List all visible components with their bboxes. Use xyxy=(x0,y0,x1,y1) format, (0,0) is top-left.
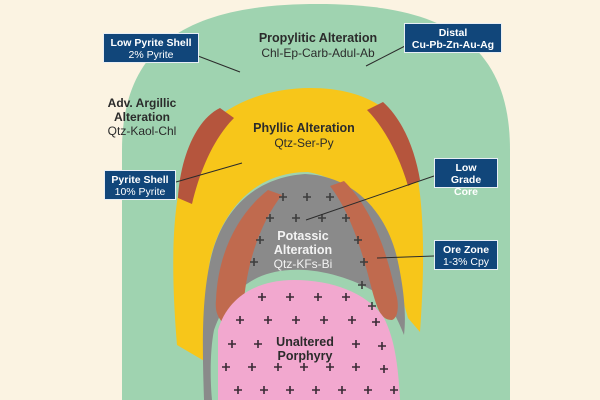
callout-ore-zone: Ore Zone 1-3% Cpy xyxy=(434,240,498,270)
plus-mark xyxy=(236,316,244,324)
argillic-title-line1: Adv. Argillic xyxy=(108,96,177,110)
plus-mark xyxy=(254,340,262,348)
plus-mark xyxy=(274,363,282,371)
plus-mark xyxy=(250,258,258,266)
leader-distal xyxy=(365,45,406,67)
plus-mark xyxy=(279,193,287,201)
plus-mark xyxy=(303,193,311,201)
plus-mark xyxy=(318,214,326,222)
callout-low-grade-core: Low Grade Core xyxy=(434,158,498,198)
propylitic-minerals: Chl-Ep-Carb-Adul-Ab xyxy=(261,46,375,60)
leader-pyrite-shell xyxy=(175,162,243,183)
callout-pyrite-shell-sub: 10% Pyrite xyxy=(114,186,166,198)
phyllic-title: Phyllic Alteration xyxy=(253,121,355,135)
argillic-title-line2: Alteration xyxy=(114,110,170,124)
plus-mark xyxy=(380,365,388,373)
plus-mark xyxy=(234,386,242,394)
potassic-title-line1: Potassic xyxy=(277,229,328,243)
plus-mark xyxy=(228,340,236,348)
plus-mark xyxy=(390,386,398,394)
unaltered-porphyry-zone xyxy=(218,280,400,400)
plus-mark-pattern xyxy=(222,193,398,394)
phyllic-zone xyxy=(173,88,424,362)
plus-mark xyxy=(260,386,268,394)
plus-mark xyxy=(352,340,360,348)
callout-ore-zone-sub: 1-3% Cpy xyxy=(442,256,490,268)
callout-low-pyrite-sub: 2% Pyrite xyxy=(128,49,174,61)
plus-mark xyxy=(352,363,360,371)
plus-mark xyxy=(264,316,272,324)
callout-low-grade-title: Low Grade xyxy=(450,162,482,186)
plus-mark xyxy=(312,386,320,394)
potassic-title-line2: Alteration xyxy=(274,243,332,257)
porphyry-title-line1: Unaltered xyxy=(276,335,334,349)
plus-mark xyxy=(248,363,256,371)
plus-mark xyxy=(342,293,350,301)
ore-zone-right-band xyxy=(330,181,398,320)
plus-mark xyxy=(286,293,294,301)
plus-mark xyxy=(320,316,328,324)
leader-low-grade xyxy=(305,175,435,221)
argillic-minerals: Qtz-Kaol-Chl xyxy=(108,124,177,138)
leader-lines xyxy=(175,45,435,259)
callout-low-grade-sub: Core xyxy=(454,186,478,198)
callout-low-pyrite-shell: Low Pyrite Shell 2% Pyrite xyxy=(103,33,199,63)
plus-mark xyxy=(286,386,294,394)
plus-mark xyxy=(292,214,300,222)
callout-pyrite-shell: Pyrite Shell 10% Pyrite xyxy=(104,170,176,200)
advanced-argillic-right xyxy=(367,102,420,186)
callout-low-pyrite-title: Low Pyrite Shell xyxy=(110,37,192,49)
advanced-argillic-left xyxy=(178,108,234,204)
plus-mark xyxy=(314,293,322,301)
plus-mark xyxy=(326,363,334,371)
plus-mark xyxy=(300,363,308,371)
plus-mark xyxy=(326,193,334,201)
plus-mark xyxy=(358,281,366,289)
plus-mark xyxy=(266,214,274,222)
callout-pyrite-shell-title: Pyrite Shell xyxy=(111,174,169,186)
plus-mark xyxy=(256,236,264,244)
plus-mark xyxy=(372,318,380,326)
plus-mark xyxy=(222,363,230,371)
callout-ore-zone-title: Ore Zone xyxy=(442,244,490,256)
callout-distal-sub: Cu-Pb-Zn-Au-Ag xyxy=(411,39,495,51)
plus-mark xyxy=(348,316,356,324)
plus-mark xyxy=(258,293,266,301)
ore-zone-left-band xyxy=(215,190,282,323)
plus-mark xyxy=(292,316,300,324)
plus-mark xyxy=(368,302,376,310)
potassic-minerals: Qtz-KFs-Bi xyxy=(274,257,333,271)
plus-mark xyxy=(378,342,386,350)
phyllic-minerals: Qtz-Ser-Py xyxy=(274,136,333,150)
leader-ore-zone xyxy=(376,255,435,259)
plus-mark xyxy=(354,236,362,244)
plus-mark xyxy=(342,214,350,222)
plus-mark xyxy=(338,386,346,394)
leader-low-pyrite xyxy=(197,55,241,73)
propylitic-title: Propylitic Alteration xyxy=(259,31,377,45)
callout-distal-title: Distal xyxy=(438,27,468,39)
porphyry-title-line2: Porphyry xyxy=(278,349,333,363)
callout-distal: Distal Cu-Pb-Zn-Au-Ag xyxy=(404,23,502,53)
plus-mark xyxy=(360,258,368,266)
plus-mark xyxy=(364,386,372,394)
